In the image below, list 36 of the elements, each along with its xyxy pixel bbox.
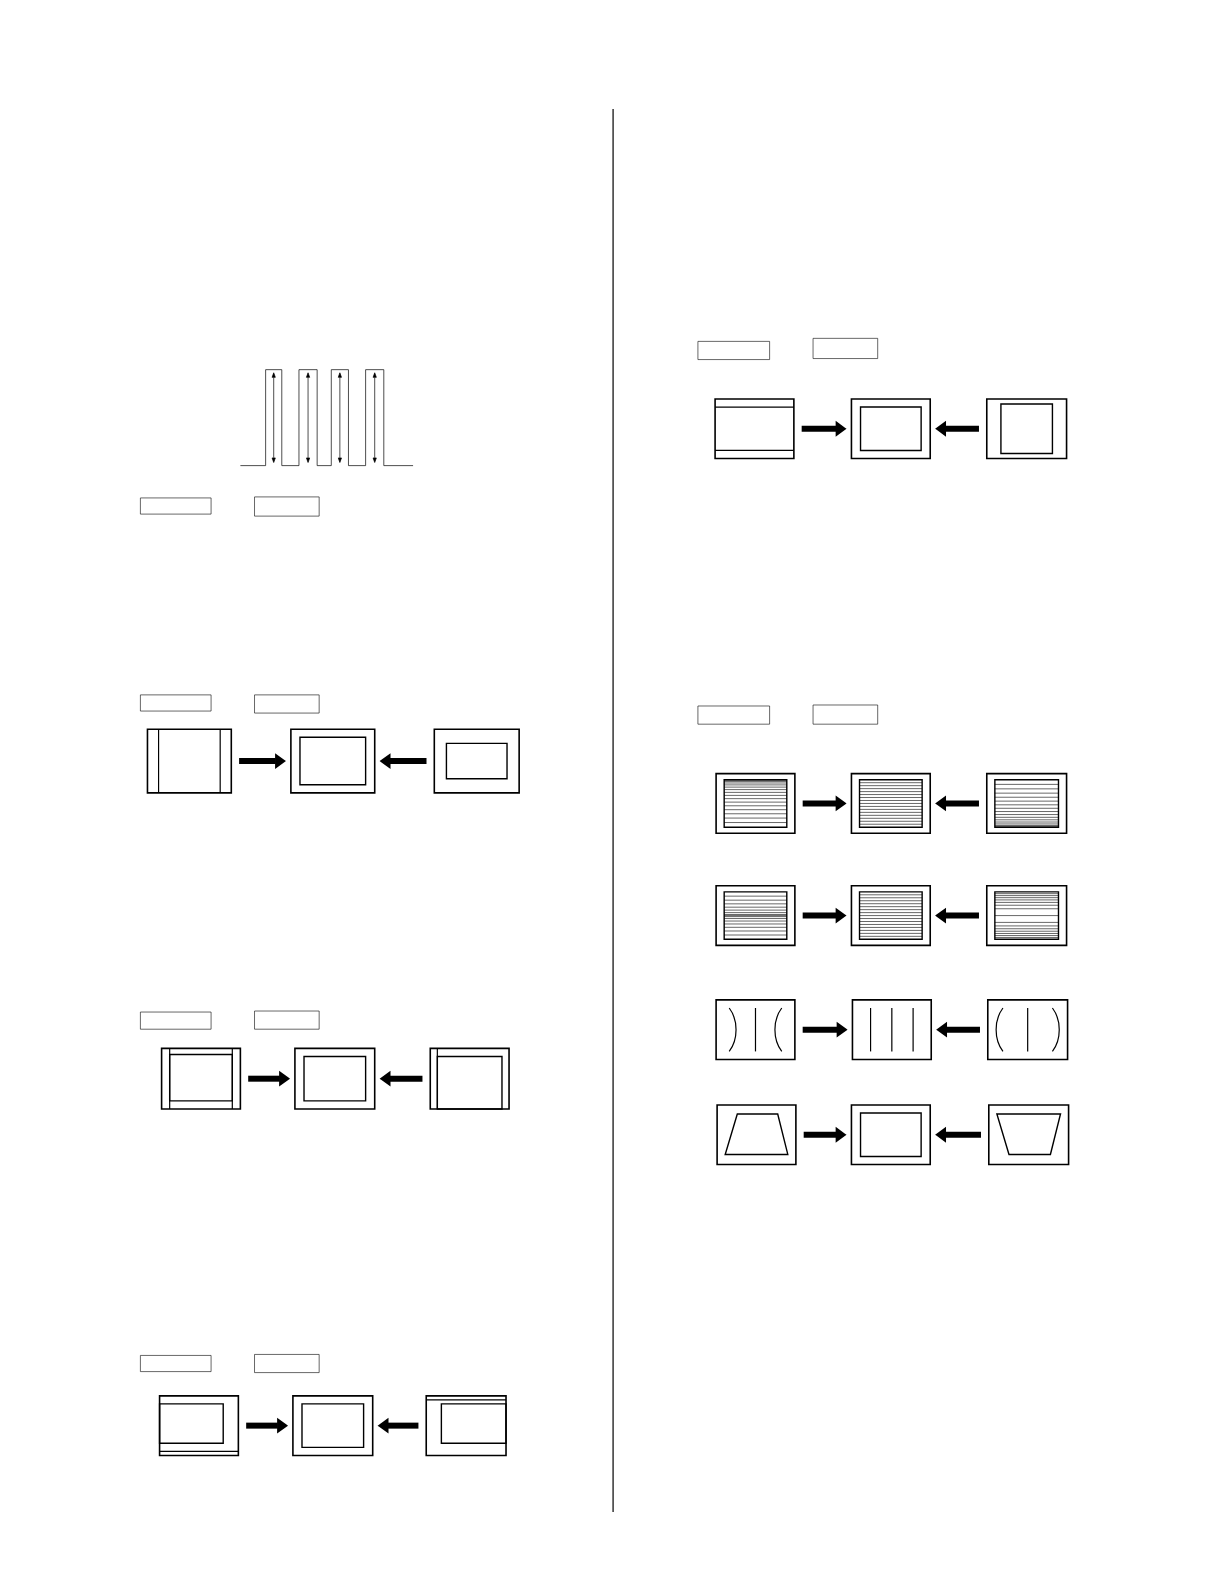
monitor-screen (987, 999, 1069, 1061)
monitor-screen (850, 772, 931, 835)
monitor-screen (425, 1395, 507, 1457)
key-box (812, 338, 878, 359)
monitor-screen (988, 1104, 1070, 1166)
monitor-screen (160, 1047, 242, 1110)
monitor-screen (433, 728, 520, 794)
monitor-screen (850, 885, 931, 947)
monitor-screen (715, 999, 796, 1061)
key-box (697, 341, 770, 360)
key-box (254, 496, 320, 517)
monitor-screen (850, 1104, 931, 1166)
monitor-screen (850, 398, 931, 460)
key-box (140, 694, 212, 712)
key-box (140, 1011, 212, 1030)
key-box (812, 704, 878, 725)
monitor-screen (985, 772, 1068, 835)
key-box (254, 1354, 320, 1373)
monitor-screen (429, 1047, 510, 1110)
monitor-screen (158, 1395, 240, 1457)
monitor-screen (985, 398, 1068, 460)
monitor-screen (716, 1104, 797, 1166)
key-box (254, 1010, 320, 1030)
key-box (697, 705, 770, 725)
monitor-screen (985, 885, 1068, 947)
monitor-screen (294, 1047, 376, 1110)
monitor-screen (292, 1395, 374, 1457)
monitor-screen (290, 728, 376, 794)
monitor-screen (715, 885, 796, 947)
monitor-screen (714, 398, 795, 460)
monitor-screen (715, 772, 796, 835)
key-box (254, 694, 320, 714)
key-box (140, 497, 212, 515)
monitor-screen (851, 999, 933, 1061)
key-box (140, 1355, 212, 1372)
monitor-screen (146, 728, 233, 794)
